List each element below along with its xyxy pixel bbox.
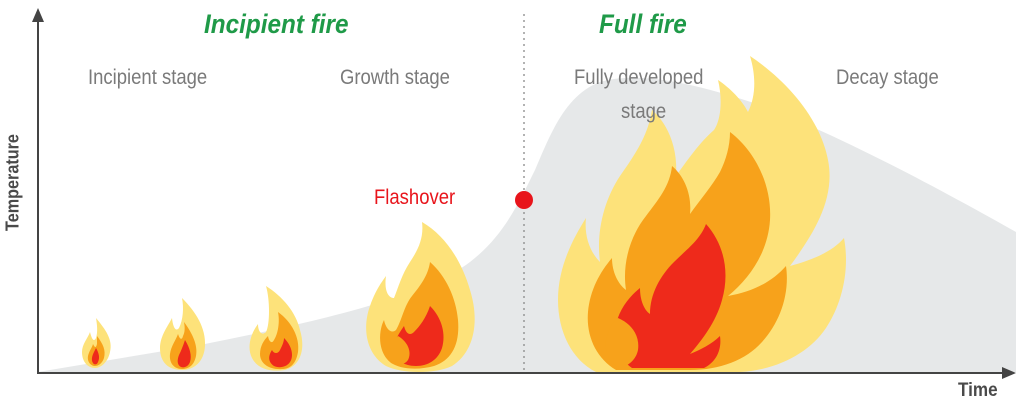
flashover-label: Flashover bbox=[374, 186, 456, 209]
stage-label-fully-developed-line2: stage bbox=[621, 100, 667, 123]
flashover-point bbox=[515, 191, 533, 209]
x-axis-label: Time bbox=[958, 380, 998, 401]
stage-label-growth: Growth stage bbox=[340, 66, 450, 89]
flame-incipient-1 bbox=[82, 318, 111, 368]
flame-fully-developed bbox=[558, 56, 846, 372]
y-axis-arrowhead bbox=[32, 8, 44, 22]
flame-incipient-2 bbox=[160, 298, 206, 370]
x-axis-arrowhead bbox=[1002, 367, 1016, 379]
flame-growth bbox=[366, 222, 475, 372]
stage-label-decay: Decay stage bbox=[836, 66, 939, 89]
flame-incipient-3 bbox=[249, 286, 303, 371]
stage-label-incipient: Incipient stage bbox=[88, 66, 208, 89]
stage-label-fully-developed-line1: Fully developed bbox=[574, 66, 704, 89]
phase-title-full-fire: Full fire bbox=[599, 9, 687, 39]
phase-title-incipient-fire: Incipient fire bbox=[204, 9, 349, 39]
y-axis-label: Temperature bbox=[2, 134, 23, 231]
